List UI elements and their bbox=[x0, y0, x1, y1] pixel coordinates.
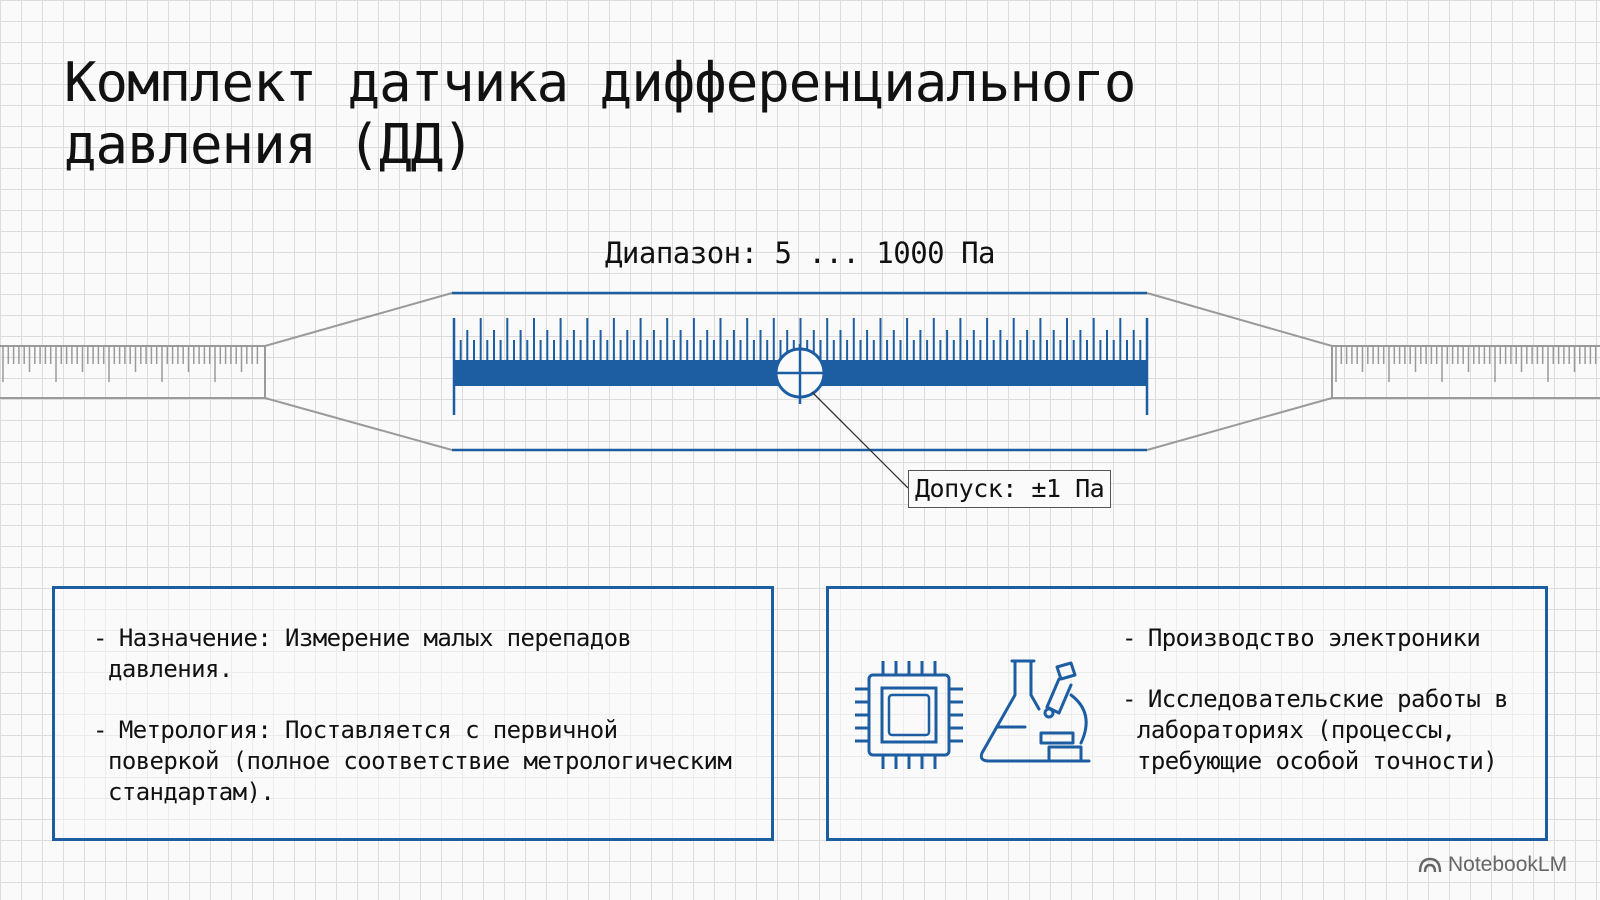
bullet-metrology-text: Метрология: Поставляется с первичной пов… bbox=[108, 716, 732, 806]
range-label: Диапазон: 5 ... 1000 Па bbox=[604, 236, 996, 270]
bullet-metrology: -Метрология: Поставляется с первичной по… bbox=[93, 716, 732, 806]
applications-panel: -Производство электроники -Исследователь… bbox=[826, 586, 1548, 841]
applications-icons bbox=[855, 659, 1091, 769]
notebooklm-logo-icon bbox=[1418, 857, 1442, 873]
lab-flask-microscope-icon bbox=[979, 659, 1091, 763]
bullet-electronics: -Производство электроники bbox=[1122, 624, 1481, 652]
outer-ruler-left bbox=[2, 346, 259, 382]
page-title: Комплект датчика дифференциального давле… bbox=[64, 52, 1464, 176]
brand-name: NotebookLM bbox=[1448, 853, 1568, 876]
title-line-2: давления (ДД) bbox=[64, 113, 475, 176]
bullet-electronics-text: Производство электроники bbox=[1147, 624, 1481, 652]
outer-ruler-right bbox=[1335, 346, 1597, 382]
bullet-purpose: -Назначение: Измерение малых перепадов д… bbox=[93, 624, 632, 683]
bullet-research: -Исследовательские работы в лабораториях… bbox=[1122, 685, 1509, 775]
zoom-funnel-left-lower bbox=[0, 397, 453, 451]
zoom-funnel-right-lower bbox=[1146, 397, 1600, 451]
tolerance-leader-line bbox=[811, 391, 909, 489]
bullet-research-text: Исследовательские работы в лабораториях … bbox=[1137, 685, 1509, 775]
purpose-metrology-list: -Назначение: Измерение малых перепадов д… bbox=[93, 623, 733, 838]
applications-list: -Производство электроники -Исследователь… bbox=[1122, 623, 1542, 807]
zoomed-scale-ticks bbox=[453, 318, 1148, 360]
zoom-funnel-right bbox=[1146, 292, 1600, 347]
notebooklm-watermark: NotebookLM bbox=[1418, 852, 1567, 878]
crosshair-target-icon bbox=[771, 344, 829, 404]
title-line-1: Комплект датчика дифференциального bbox=[64, 51, 1136, 114]
bullet-purpose-text: Назначение: Измерение малых перепадов да… bbox=[108, 624, 632, 683]
zoom-funnel-left bbox=[0, 292, 453, 347]
microchip-icon bbox=[855, 661, 963, 769]
purpose-metrology-panel: -Назначение: Измерение малых перепадов д… bbox=[52, 586, 774, 841]
tolerance-label: Допуск: ±1 Па bbox=[908, 470, 1112, 508]
